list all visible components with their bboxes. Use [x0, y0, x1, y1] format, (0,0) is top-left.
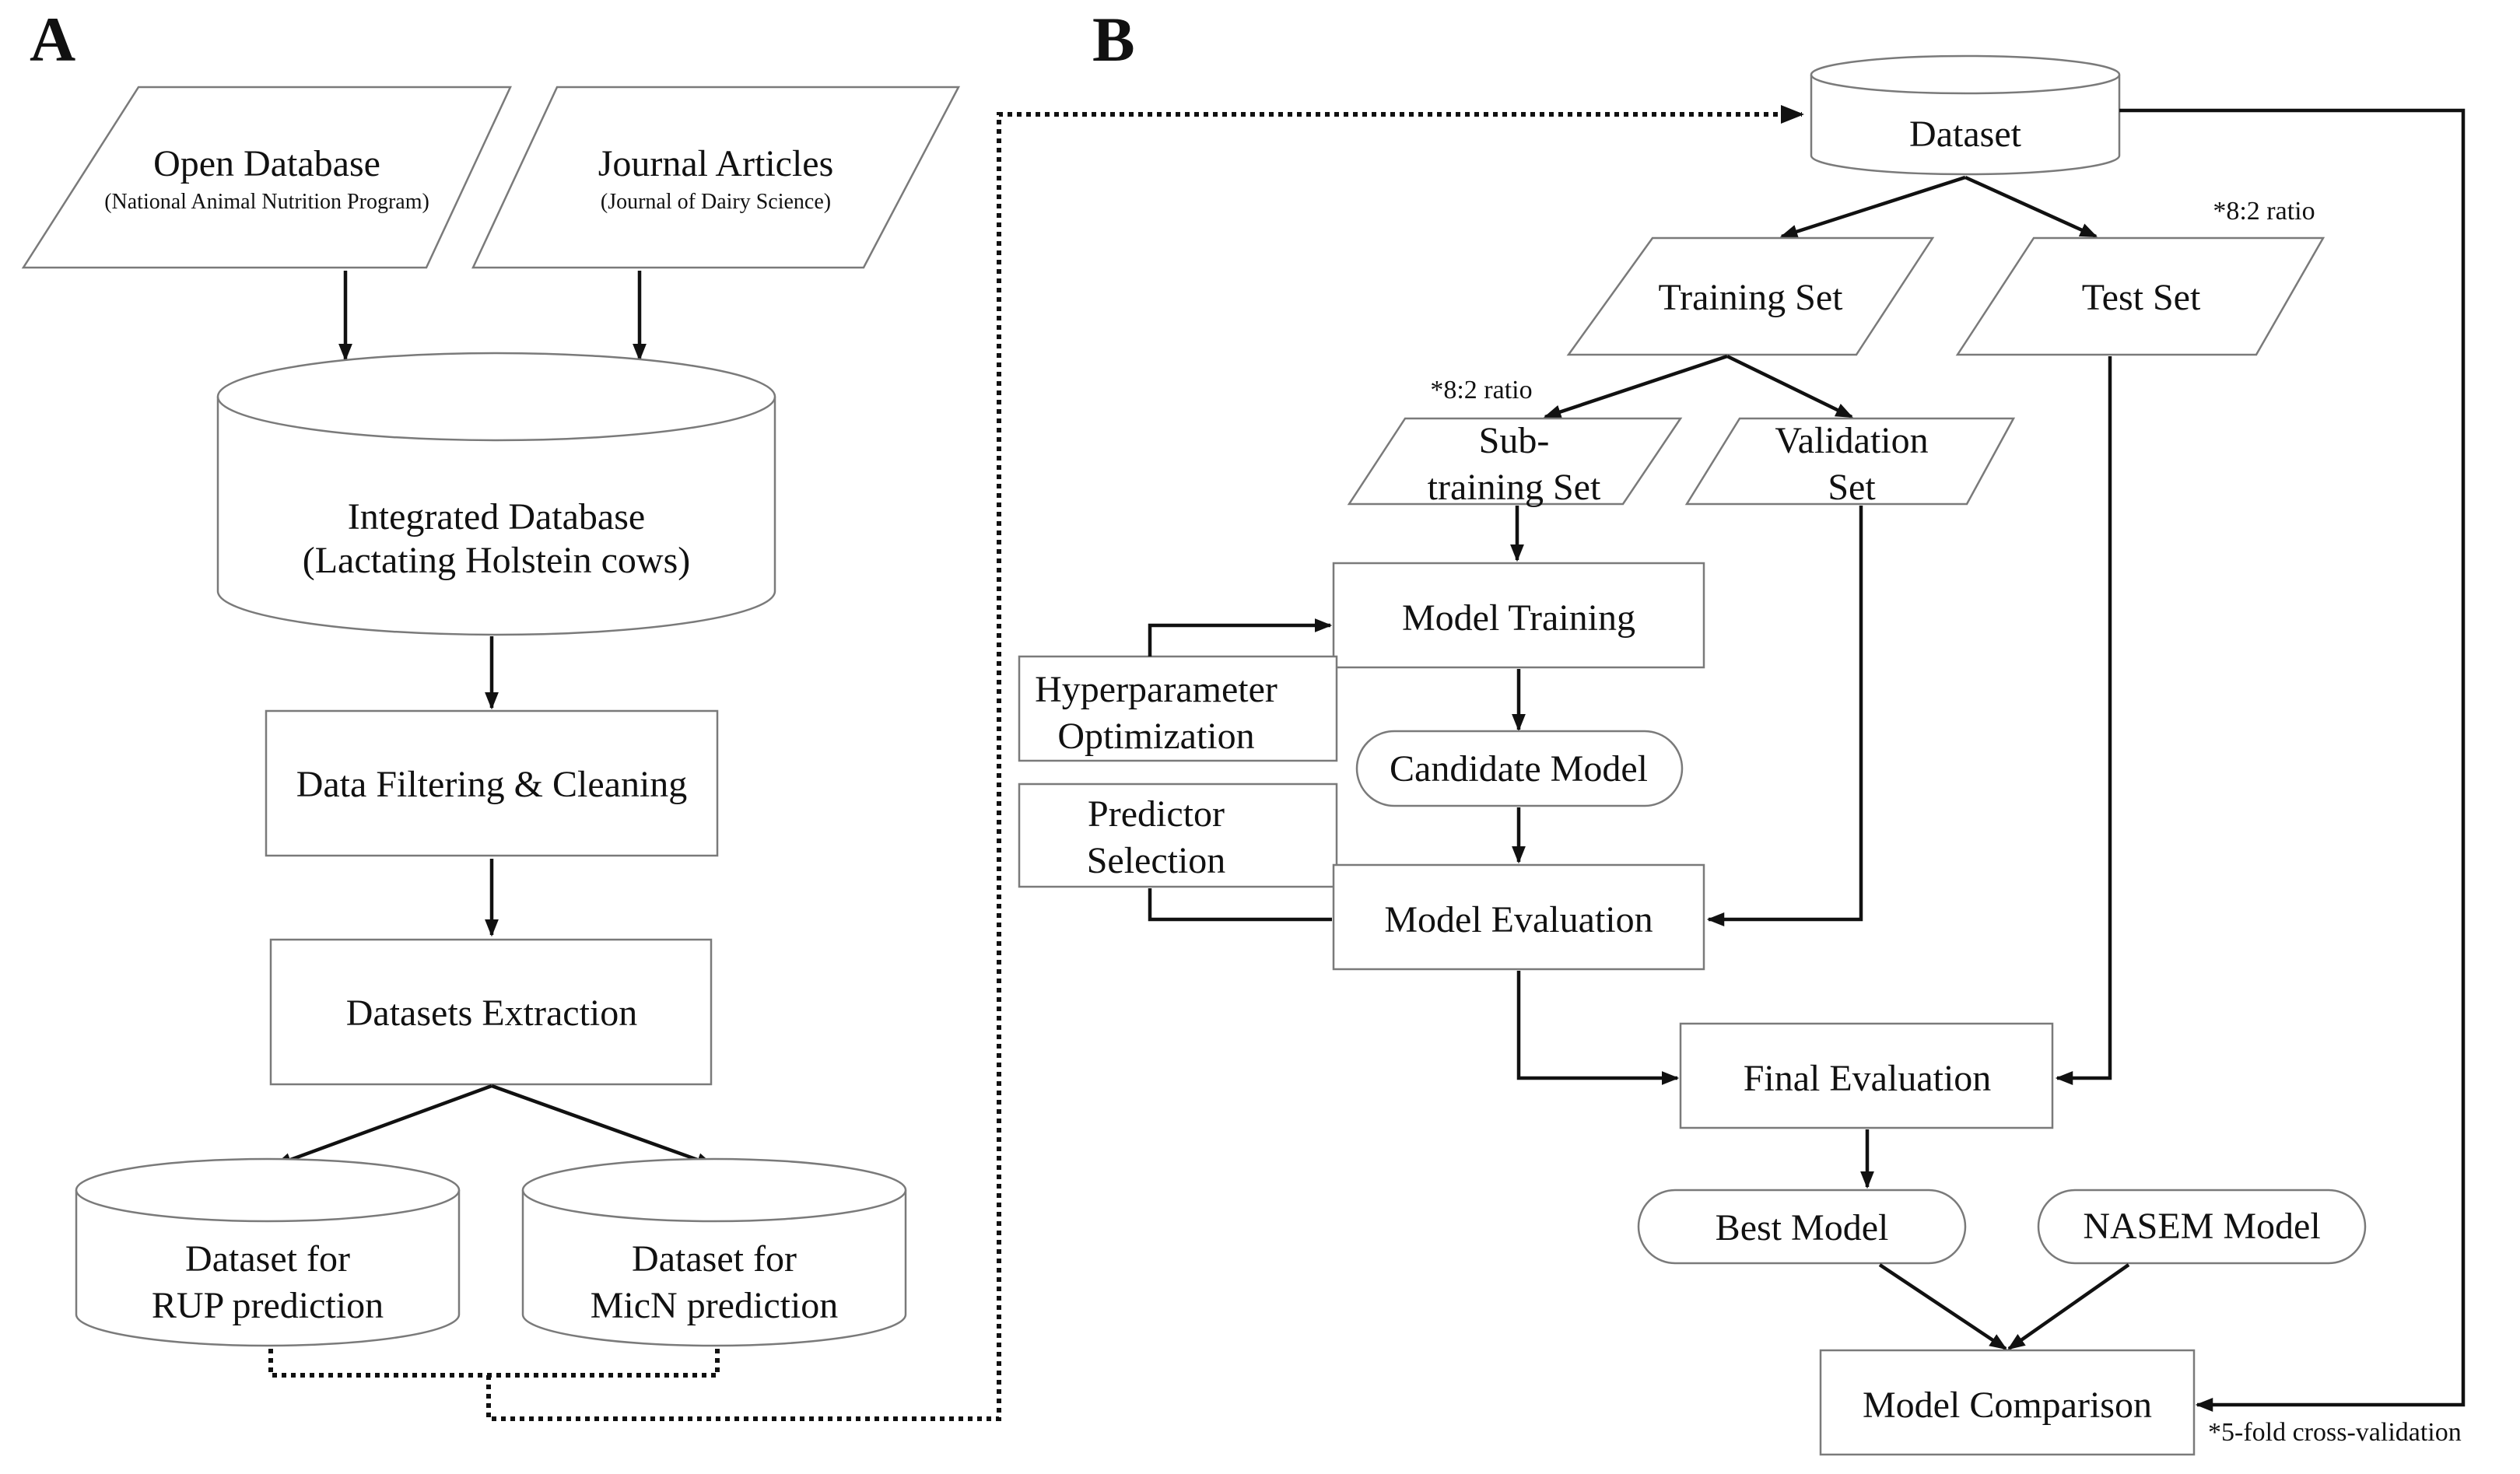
model-comparison-node: Model Comparison: [1819, 1349, 2196, 1456]
integrated-database-node: Integrated Database (Lactating Holstein …: [216, 352, 776, 636]
candidate-model-node: Candidate Model: [1355, 730, 1684, 807]
rup-dataset-line2: RUP prediction: [152, 1285, 384, 1326]
arrow-best-to-comparison: [1878, 1263, 2007, 1350]
arrow-dataset-to-comparison: [2119, 108, 2466, 1412]
best-model-label: Best Model: [1716, 1207, 1889, 1248]
training-set-label: Training Set: [1659, 277, 1844, 318]
model-evaluation-label: Model Evaluation: [1384, 899, 1653, 940]
panel-a-label: A: [30, 4, 75, 75]
nasem-model-node: NASEM Model: [2037, 1189, 2367, 1265]
feedback-loop-optimization-to-training: [1148, 618, 1333, 656]
rup-dataset-line1: Dataset for: [185, 1238, 350, 1280]
open-database-node: Open Database (National Animal Nutrition…: [21, 86, 512, 269]
rup-dataset-node: Dataset for RUP prediction: [75, 1157, 461, 1347]
model-training-node: Model Training: [1332, 562, 1705, 669]
open-database-title: Open Database: [153, 143, 380, 184]
feedback-loop-evaluation-to-training: [1148, 888, 1332, 922]
dataset-node: Dataset: [1810, 54, 2121, 176]
integrated-database-subtitle: (Lactating Holstein cows): [303, 540, 691, 581]
model-comparison-label: Model Comparison: [1863, 1385, 2152, 1426]
arrow-training-to-validation: [1726, 354, 1854, 419]
dataset-label: Dataset: [1909, 114, 2022, 155]
subtraining-line1: Sub-: [1479, 420, 1550, 461]
sub-split-ratio-note: *8:2 ratio: [1430, 376, 1532, 404]
final-evaluation-node: Final Evaluation: [1679, 1022, 2054, 1129]
panel-b-label: B: [1092, 4, 1135, 75]
predictor-selection-node: Predictor Selection: [1018, 783, 1338, 888]
micn-dataset-line2: MicN prediction: [591, 1285, 839, 1326]
journal-articles-node: Journal Articles (Journal of Dairy Scien…: [471, 86, 961, 269]
arrow-dataset-to-test: [1964, 175, 2098, 239]
journal-articles-subtitle: (Journal of Dairy Science): [601, 190, 831, 214]
validation-line1: Validation: [1775, 420, 1928, 461]
hyperparameter-line1: Hyperparameter: [1035, 669, 1278, 710]
split-ratio-note: *8:2 ratio: [2213, 197, 2315, 226]
test-set-label: Test Set: [2082, 277, 2201, 318]
subtraining-line2: training Set: [1428, 467, 1601, 508]
arrow-dataset-to-training: [1779, 175, 1966, 239]
final-evaluation-label: Final Evaluation: [1744, 1058, 1992, 1099]
filtering-label: Data Filtering & Cleaning: [296, 764, 688, 805]
micn-dataset-node: Dataset for MicN prediction: [521, 1157, 907, 1347]
filtering-node: Data Filtering & Cleaning: [265, 709, 719, 857]
extraction-node: Datasets Extraction: [269, 938, 713, 1086]
arrow-nasem-to-comparison: [2007, 1263, 2130, 1350]
candidate-model-label: Candidate Model: [1390, 748, 1648, 790]
arrow-training-to-subtraining: [1543, 354, 1728, 419]
validation-line2: Set: [1828, 467, 1876, 508]
dotted-bracket-datasets: [268, 1349, 720, 1378]
journal-articles-title: Journal Articles: [598, 143, 834, 184]
model-training-label: Model Training: [1402, 597, 1635, 639]
hyperparameter-node: Hyperparameter Optimization: [1018, 655, 1338, 762]
arrow-test-to-final: [2055, 356, 2112, 1085]
arrow-validation-to-evaluation: [1706, 506, 1863, 926]
model-evaluation-node: Model Evaluation: [1332, 863, 1705, 971]
training-set-node: Training Set: [1566, 236, 1935, 356]
cv-note: *5-fold cross-validation: [2208, 1418, 2462, 1447]
test-set-node: Test Set: [1955, 236, 2325, 356]
validation-set-node: Validation Set: [1684, 417, 2016, 508]
arrow-extraction-to-micn: [491, 1084, 715, 1168]
best-model-node: Best Model: [1637, 1189, 1967, 1265]
arrow-extraction-to-rup: [273, 1084, 492, 1168]
open-database-subtitle: (National Animal Nutrition Program): [104, 190, 429, 214]
integrated-database-title: Integrated Database: [348, 496, 645, 537]
dotted-link-to-dataset: [486, 105, 1804, 1421]
predictor-line1: Predictor: [1088, 793, 1225, 835]
arrow-evaluation-to-final: [1516, 971, 1680, 1085]
micn-dataset-line1: Dataset for: [632, 1238, 797, 1280]
predictor-line2: Selection: [1087, 840, 1226, 881]
nasem-model-label: NASEM Model: [2083, 1206, 2320, 1247]
extraction-label: Datasets Extraction: [346, 993, 638, 1034]
hyperparameter-line2: Optimization: [1057, 716, 1254, 757]
subtraining-set-node: Sub- training Set: [1347, 417, 1683, 508]
